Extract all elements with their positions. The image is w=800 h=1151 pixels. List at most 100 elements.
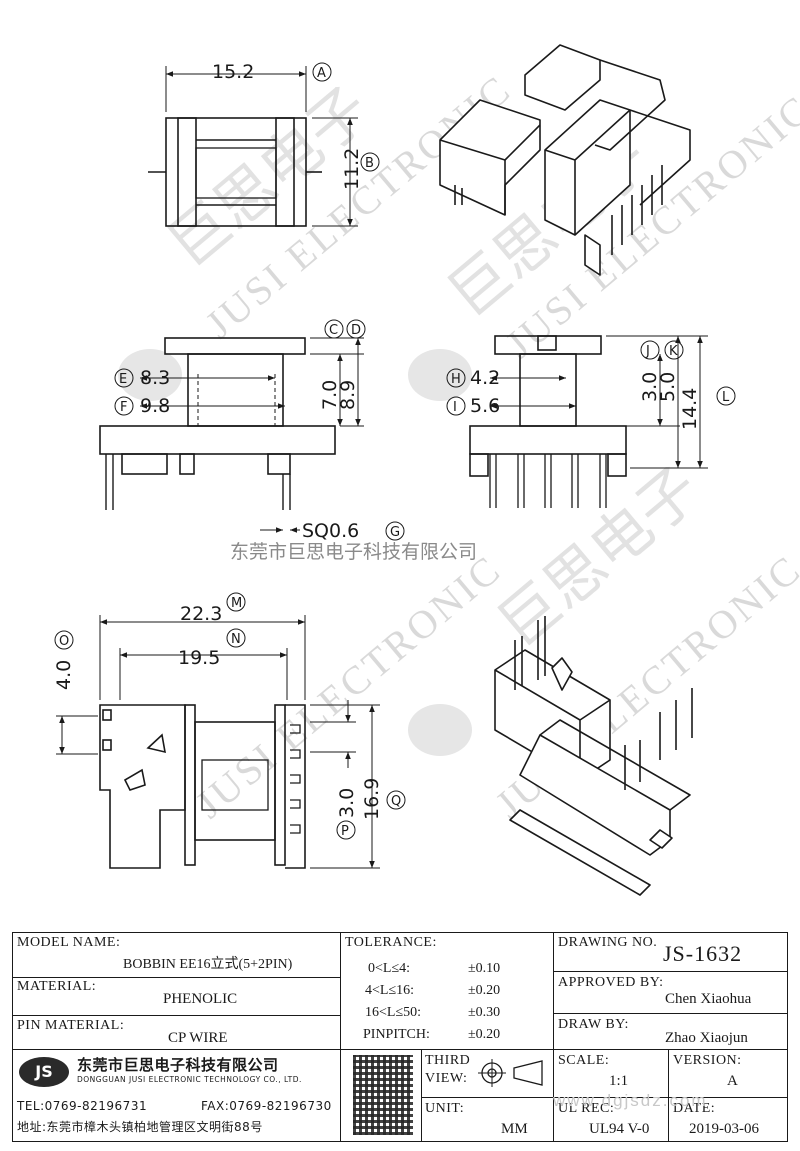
ul-rec-label: UL REC: (558, 1101, 615, 1116)
dim-J-letter: J (645, 344, 650, 359)
version-label: VERSION: (673, 1053, 742, 1068)
dim-L-value: 14.4 (679, 388, 701, 430)
company-fax: FAX:0769-82196730 (201, 1099, 332, 1113)
title-block: MODEL NAME: BOBBIN EE16立式(5+2PIN) MATERI… (12, 932, 788, 1142)
dim-N-value: 19.5 (178, 647, 220, 669)
isometric-view-top (439, 44, 691, 276)
dim-C-letter: C (329, 323, 338, 338)
dim-A-value: 15.2 (212, 61, 254, 83)
dim-Q-badge (386, 790, 406, 810)
company-logo-badge: JS (19, 1057, 69, 1087)
dim-B-value: 11.2 (341, 148, 363, 190)
tolerance-range-4: PINPITCH: (363, 1027, 430, 1042)
scale-value: 1:1 (609, 1073, 629, 1089)
dim-D-letter: D (351, 323, 361, 338)
dim-K-value: 5.0 (657, 372, 679, 402)
dim-P-value: 3.0 (336, 788, 358, 818)
dim-J-badge (640, 340, 660, 360)
company-logo: JS (19, 1057, 69, 1087)
dim-O-value: 4.0 (53, 660, 75, 690)
bottom-view (56, 615, 380, 869)
dim-L-letter: L (722, 390, 730, 405)
dim-H-value: 4.2 (470, 367, 500, 389)
tolerance-range-2: 4<L≤16: (365, 983, 415, 998)
date-label: DATE: (673, 1101, 716, 1116)
material-value: PHENOLIC (163, 991, 238, 1007)
company-name-cn: 东莞市巨思电子科技有限公司 (77, 1056, 279, 1074)
top-view (148, 66, 358, 227)
ul-rec-value: UL94 V-0 (589, 1121, 650, 1137)
dim-N-letter: N (231, 632, 241, 647)
dim-M-letter: M (231, 596, 242, 611)
dim-CD-outer-value: 8.9 (337, 380, 359, 410)
dim-E-value: 8.3 (140, 367, 170, 389)
company-name-en: DONGGUAN JUSI ELECTRONIC TECHNOLOGY CO.,… (77, 1075, 302, 1084)
third-angle-projection-icon (478, 1059, 543, 1087)
dim-L-badge (716, 386, 736, 406)
dim-H-letter: H (451, 372, 461, 387)
third-view-label-2: VIEW: (425, 1071, 468, 1086)
dim-M-badge (226, 592, 246, 612)
front-view (99, 337, 364, 533)
dim-F-value: 9.8 (140, 395, 170, 417)
dim-E-badge (114, 368, 134, 388)
date-value: 2019-03-06 (689, 1121, 759, 1137)
dim-Q-value: 16.9 (361, 778, 383, 820)
dim-P-badge (336, 820, 356, 840)
company-address: 地址:东莞市樟木头镇柏地管理区文明街88号 (17, 1120, 263, 1134)
version-value: A (727, 1073, 738, 1089)
dim-D-badge (346, 319, 366, 339)
dim-I-badge (446, 396, 466, 416)
dim-K-letter: K (669, 344, 678, 359)
dim-G-value: SQ0.6 (302, 520, 359, 542)
tolerance-value-2: ±0.20 (468, 983, 501, 998)
dim-N-badge (226, 628, 246, 648)
dim-A-badge (312, 62, 332, 82)
unit-label: UNIT: (425, 1101, 465, 1116)
model-name-value: BOBBIN EE16立式(5+2PIN) (123, 957, 293, 972)
dim-F-letter: F (120, 400, 127, 415)
dim-CD-inner-value: 7.0 (319, 380, 341, 410)
watermark-url: www.dgjsdz.com (553, 1091, 708, 1110)
approved-by-label: APPROVED BY: (558, 975, 664, 990)
dim-O-badge (54, 630, 74, 650)
watermark-logo (118, 349, 182, 401)
scale-label: SCALE: (558, 1053, 610, 1068)
approved-by-value: Chen Xiaohua (665, 991, 752, 1007)
dim-P-letter: P (341, 824, 349, 839)
dim-K-badge (664, 340, 684, 360)
dim-Q-letter: Q (391, 794, 401, 809)
dim-O-letter: O (59, 634, 69, 649)
dim-M-value: 22.3 (180, 603, 222, 625)
dim-A-letter: A (317, 66, 326, 81)
company-tel: TEL:0769-82196731 (17, 1099, 148, 1113)
watermark-logo (408, 349, 472, 401)
tolerance-label: TOLERANCE: (345, 935, 437, 950)
qr-code (353, 1055, 413, 1135)
pin-material-label: PIN MATERIAL: (17, 1018, 125, 1033)
tolerance-value-4: ±0.20 (468, 1027, 501, 1042)
technical-drawing: JUSI ELECTRONIC JUSI ELECTRONIC JUSI ELE… (53, 44, 800, 896)
dim-H-badge (446, 368, 466, 388)
dim-F-badge (114, 396, 134, 416)
tolerance-value-1: ±0.10 (468, 961, 501, 976)
dim-G-badge (385, 521, 405, 541)
watermark-text: JUSI ELECTRONIC (187, 546, 510, 827)
dim-G-letter: G (390, 525, 400, 540)
dim-J-value: 3.0 (639, 372, 661, 402)
draw-by-value: Zhao Xiaojun (665, 1030, 748, 1046)
material-label: MATERIAL: (17, 979, 97, 994)
dim-I-value: 5.6 (470, 395, 500, 417)
isometric-view-bottom (494, 616, 693, 896)
model-name-label: MODEL NAME: (17, 935, 121, 950)
dim-B-badge (360, 152, 380, 172)
tolerance-range-1: 0<L≤4: (368, 961, 411, 976)
drawing-no-value: JS-1632 (663, 941, 743, 966)
dim-C-badge (324, 319, 344, 339)
watermark-company: 东莞市巨思电子科技有限公司 (230, 541, 477, 563)
dim-E-letter: E (119, 372, 127, 387)
pin-material-value: CP WIRE (168, 1030, 228, 1046)
unit-value: MM (501, 1121, 528, 1137)
tolerance-range-3: 16<L≤50: (365, 1005, 422, 1020)
third-view-label-1: THIRD (425, 1053, 471, 1068)
